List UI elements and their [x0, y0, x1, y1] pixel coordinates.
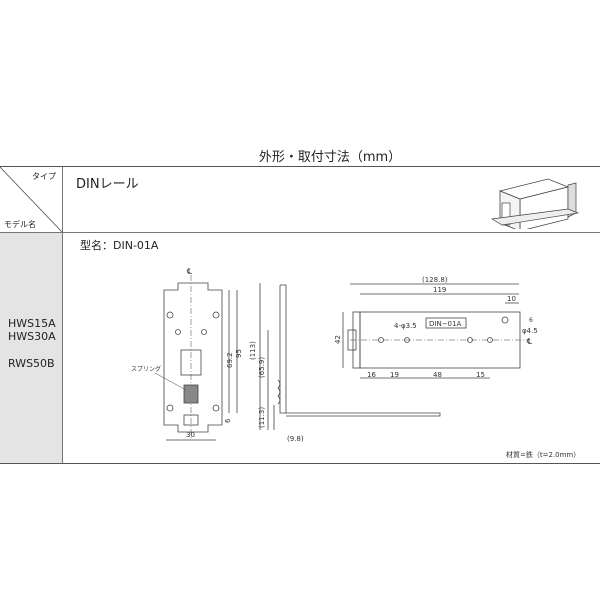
model-list-cell: HWS15A HWS30A RWS50B — [0, 233, 62, 463]
model-column — [0, 167, 63, 463]
model-item: HWS30A — [8, 330, 56, 343]
row-divider — [62, 232, 600, 233]
model-item: HWS15A — [8, 317, 56, 330]
header-cell: タイプ モデル名 — [0, 167, 62, 233]
header-model: モデル名 — [4, 220, 36, 229]
model-item: RWS50B — [8, 357, 55, 370]
model-name: 型名：DIN-01A — [80, 239, 159, 252]
diagonal-divider — [0, 167, 62, 232]
header-type: タイプ — [32, 172, 56, 181]
type-value: DINレール — [76, 177, 139, 192]
spec-table: タイプ モデル名 HWS15A HWS30A RWS50B DINレール 型名：… — [0, 166, 600, 464]
page-title: 外形・取付寸法（mm） — [258, 150, 402, 165]
product-illustration — [490, 178, 580, 229]
